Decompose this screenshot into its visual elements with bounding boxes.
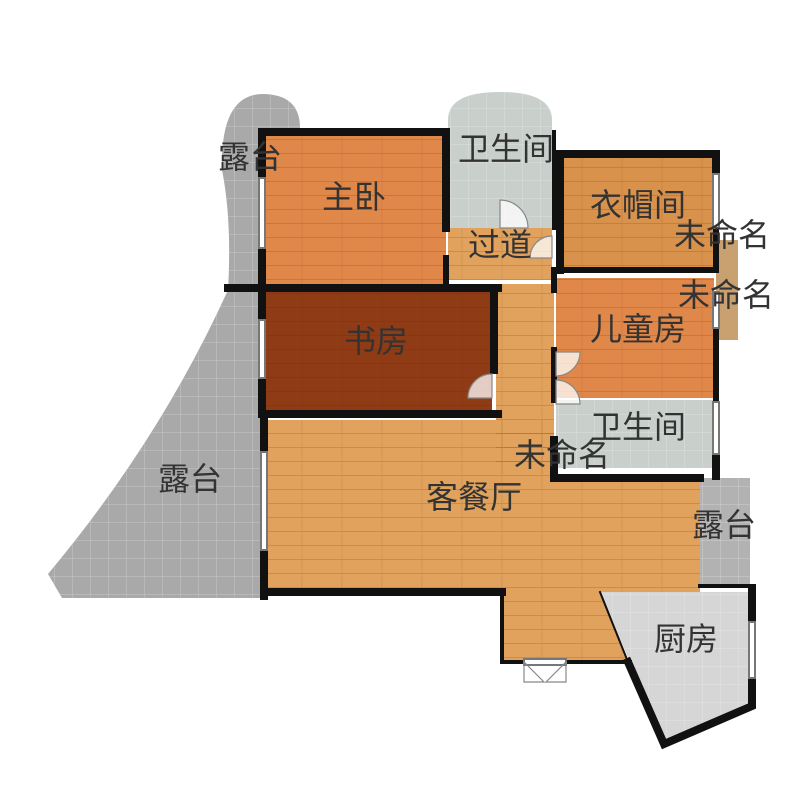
label-study: 书房 [344,322,408,360]
label-terrace-right: 露台 [692,506,756,544]
label-kitchen: 厨房 [654,620,718,658]
door-swings [467,199,581,683]
label-living-dining: 客餐厅 [426,478,522,516]
room-labels: 露台 主卧 卫生间 衣帽间 未命名 过道 未命名 书房 儿童房 卫生间 未命名 … [158,130,774,658]
label-bathroom-mid: 卫生间 [590,408,686,446]
walls [224,128,756,750]
label-terrace-left: 露台 [158,460,222,498]
unnamed-right-1-area [716,240,738,290]
label-master-bedroom: 主卧 [322,178,386,216]
label-terrace-top-left: 露台 [218,138,282,176]
unnamed-right-2-area [716,290,738,340]
label-corridor: 过道 [468,226,532,264]
label-unnamed-right-2: 未命名 [678,276,774,314]
tile-texture [48,92,750,742]
windows [258,173,756,679]
label-unnamed-right-1: 未命名 [674,216,770,254]
label-unnamed-mid: 未命名 [514,436,610,474]
label-cloakroom: 衣帽间 [590,186,686,224]
label-kids-room: 儿童房 [590,310,686,348]
label-bathroom-top: 卫生间 [458,130,554,168]
